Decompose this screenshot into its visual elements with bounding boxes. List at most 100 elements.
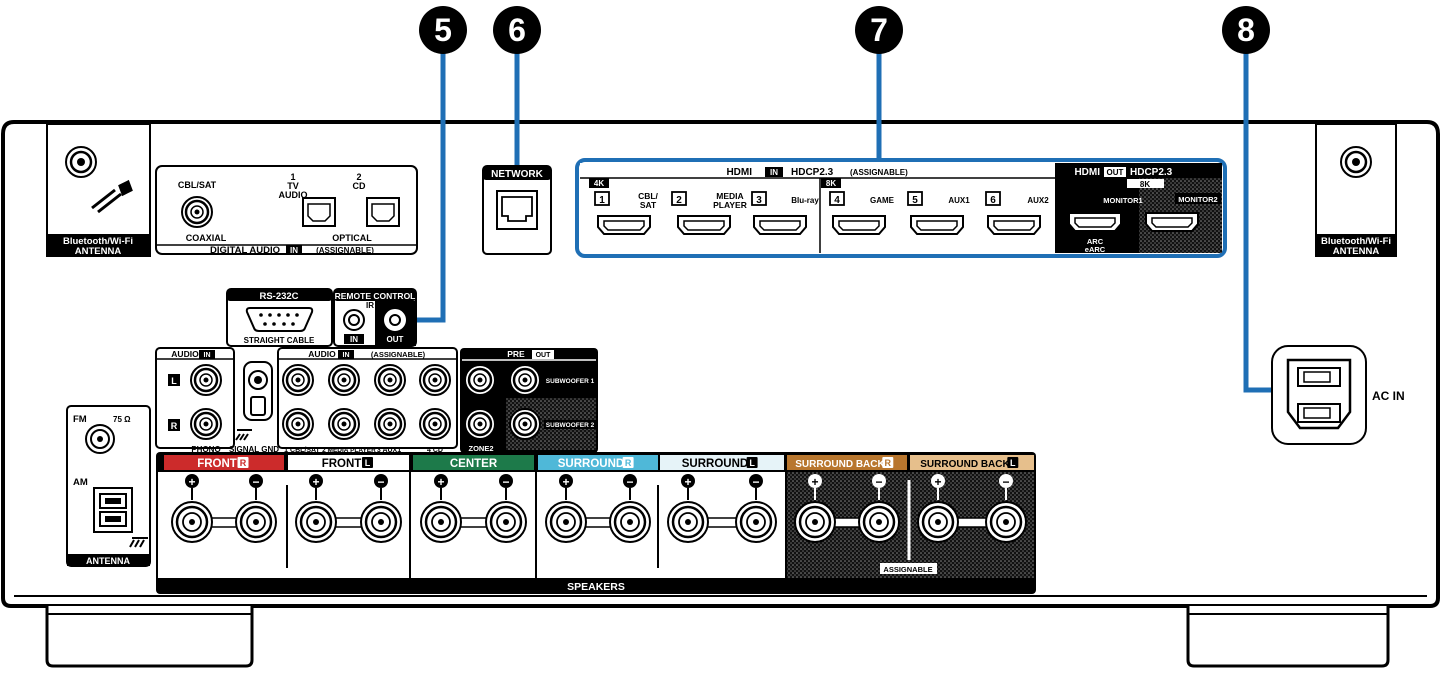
speaker-binding-post	[608, 500, 652, 544]
zone2-label: ZONE2	[468, 444, 493, 453]
signal-gnd-label: SIGNAL GND	[229, 445, 279, 454]
plus-icon: +	[312, 475, 319, 489]
hdmi-in-port-1-l1: CBL/	[638, 191, 658, 201]
rs232c-cable-label: STRAIGHT CABLE	[244, 336, 315, 345]
audio-in-1-label: 1 CBL/SAT	[284, 447, 320, 454]
ac-in-label: AC IN	[1372, 389, 1405, 403]
callout-6-label: 6	[508, 12, 526, 48]
hdmi-4k-tag: 4K	[594, 179, 604, 188]
optical1-line2: AUDIO	[279, 190, 308, 200]
bt-antenna-right-line2: ANTENNA	[1333, 246, 1380, 257]
speaker-binding-post	[234, 500, 278, 544]
hdmi-out-8k-tag: 8K	[1140, 180, 1150, 189]
audio-assign-in-tag: IN	[343, 352, 350, 359]
am-terminal	[93, 487, 133, 533]
hdmi-in-port-4-l1: GAME	[870, 196, 895, 205]
hdmi-in-port-1-num: 1	[599, 195, 605, 206]
speaker-channel-band	[910, 455, 1034, 470]
speaker-channel-side: R	[885, 458, 892, 468]
optical1-jack	[302, 197, 336, 227]
speaker-channel-side: R	[240, 458, 247, 468]
speaker-channel-band	[413, 455, 534, 470]
coaxial-jack	[180, 195, 214, 229]
optical-label: OPTICAL	[332, 233, 372, 243]
coaxial-label: COAXIAL	[186, 233, 227, 243]
remote-out-jack	[384, 309, 406, 331]
remote-out-tag: OUT	[387, 335, 404, 344]
hdmi-in-port-2: 2 MEDIA PLAYER	[671, 191, 747, 235]
speaker-binding-post	[666, 500, 710, 544]
am-ground-icon	[129, 537, 148, 548]
ground-icon	[235, 429, 252, 441]
hdmi-in-assignable: (ASSIGNABLE)	[850, 168, 908, 177]
hdmi-in-port-5-num: 5	[912, 195, 918, 206]
pre-out-panel: PRE OUT SUBWOOFER 1 SUBWOOFER 2 ZONE2	[460, 348, 598, 453]
optical1-line1: TV	[287, 181, 299, 191]
hdmi-in-port-2-l2: PLAYER	[713, 200, 747, 210]
audio-phono-title: AUDIO	[171, 349, 199, 359]
minus-icon: −	[752, 475, 759, 489]
hdmi-in-tag: IN	[770, 168, 778, 177]
speaker-binding-post	[484, 500, 528, 544]
audio-in-4-label: 4 CD	[427, 447, 443, 454]
hdmi-in-port-2-l1: MEDIA	[716, 191, 743, 201]
subwoofer1-label: SUBWOOFER 1	[546, 378, 595, 385]
speaker-binding-post	[294, 500, 338, 544]
phono-label: PHONO	[191, 445, 220, 454]
audio-in-1-r	[281, 407, 315, 441]
hdmi-in-port-3-l1: Blu-ray	[791, 196, 819, 205]
optical2-jack	[366, 197, 400, 227]
speaker-channel-side: L	[365, 458, 371, 468]
fm-connector	[85, 424, 115, 454]
speaker-channel-3: CENTER+−	[413, 455, 534, 544]
network-label: NETWORK	[491, 169, 543, 180]
bt-antenna-right: Bluetooth/Wi-Fi ANTENNA	[1315, 123, 1397, 257]
speaker-binding-post	[984, 500, 1028, 544]
fm-ohm-label: 75 Ω	[113, 415, 131, 424]
hdmi-in-port-4-num: 4	[834, 195, 840, 206]
speaker-channel-side: L	[1010, 458, 1016, 468]
speaker-channel-label: SURROUND	[558, 458, 624, 470]
speaker-channel-label: SURROUND BACK	[920, 459, 1010, 470]
rs232c-title: RS-232C	[259, 291, 298, 302]
plus-icon: +	[188, 475, 195, 489]
hdmi-in-port-6-l1: AUX2	[1027, 196, 1049, 205]
remote-title: REMOTE CONTROL	[335, 291, 416, 301]
plus-icon: +	[437, 475, 444, 489]
hdmi-monitor1-label: MONITOR1	[1103, 196, 1142, 205]
speakers-assignable-label: ASSIGNABLE	[883, 565, 932, 574]
speaker-channel-label: FRONT	[322, 458, 362, 470]
zone2-r-jack	[463, 407, 497, 441]
phono-r-jack	[189, 407, 223, 441]
hdmi-out-monitor2-port	[1145, 212, 1199, 232]
hdmi-in-port-1-l2: SAT	[640, 200, 657, 210]
subwoofer2-label: SUBWOOFER 2	[546, 422, 595, 429]
speaker-channel-band	[787, 455, 907, 470]
hdmi-out-hdcp: HDCP2.3	[1130, 167, 1173, 178]
speaker-channel-label: SURROUND	[682, 458, 748, 470]
pre-out-tag: OUT	[536, 352, 552, 359]
minus-icon: −	[377, 475, 384, 489]
speaker-binding-post	[857, 500, 901, 544]
hdmi-in-port-2-num: 2	[676, 195, 682, 206]
minus-icon: −	[626, 475, 633, 489]
speaker-channel-band	[164, 455, 284, 470]
hdmi-monitor2-label: MONITOR2	[1178, 195, 1217, 204]
hdmi-earc-label: eARC	[1085, 245, 1106, 254]
hdmi-arc-label: ARC	[1087, 237, 1104, 246]
optical2-line1: CD	[353, 181, 366, 191]
hdmi-panel: HDMI IN HDCP2.3 (ASSIGNABLE) 4K 8K 1 CBL…	[575, 158, 1227, 258]
speaker-channel-label: CENTER	[450, 458, 498, 470]
hdmi-8k-tag: 8K	[826, 179, 836, 188]
plus-icon: +	[934, 475, 941, 489]
antenna-icon	[91, 179, 133, 214]
phono-l-jack	[189, 363, 223, 397]
audio-in-3-label: 3 AUX1	[377, 447, 401, 454]
audio-assign-assignable: (ASSIGNABLE)	[371, 350, 426, 359]
zone2-l-jack	[463, 363, 497, 397]
antenna-label: ANTENNA	[86, 556, 130, 566]
